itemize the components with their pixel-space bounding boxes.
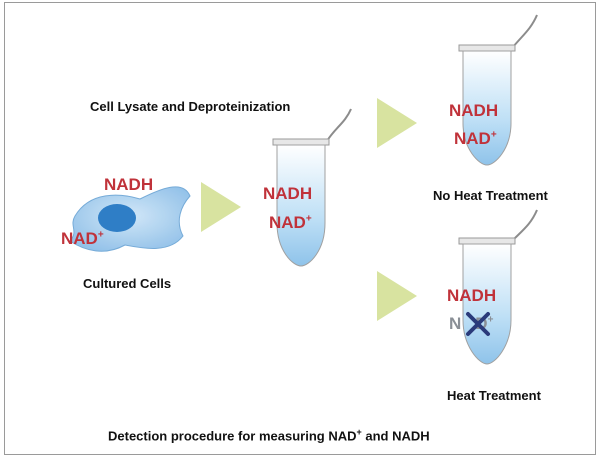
lysate-label: Cell Lysate and Deproteinization bbox=[90, 99, 291, 114]
heat-label: Heat Treatment bbox=[447, 388, 541, 403]
tube-lysate bbox=[272, 108, 352, 267]
cell-nad-label: NAD+ bbox=[61, 229, 104, 248]
cultured-label: Cultured Cells bbox=[83, 276, 172, 291]
diagram-frame: Cell Lysate and Deproteinization NADH NA… bbox=[4, 2, 596, 455]
cell-nadh-label: NADH bbox=[104, 175, 154, 194]
arrow-1 bbox=[201, 182, 241, 232]
cross-icon bbox=[466, 312, 490, 336]
tube-no-heat bbox=[458, 14, 538, 166]
tube3-nadh: NADH bbox=[447, 286, 497, 305]
tube-heat bbox=[458, 209, 538, 365]
caption: Detection procedure for measuring NAD+ a… bbox=[108, 427, 430, 444]
tube1-nadh: NADH bbox=[263, 184, 313, 203]
tube1-nad: NAD+ bbox=[269, 213, 312, 232]
tube2-nad: NAD+ bbox=[454, 129, 497, 148]
arrow-2 bbox=[377, 98, 417, 148]
cultured-cell bbox=[69, 186, 191, 252]
nucleus bbox=[98, 204, 136, 232]
no-heat-label: No Heat Treatment bbox=[433, 188, 548, 203]
tube2-nadh: NADH bbox=[449, 101, 499, 120]
arrow-3 bbox=[377, 271, 417, 321]
